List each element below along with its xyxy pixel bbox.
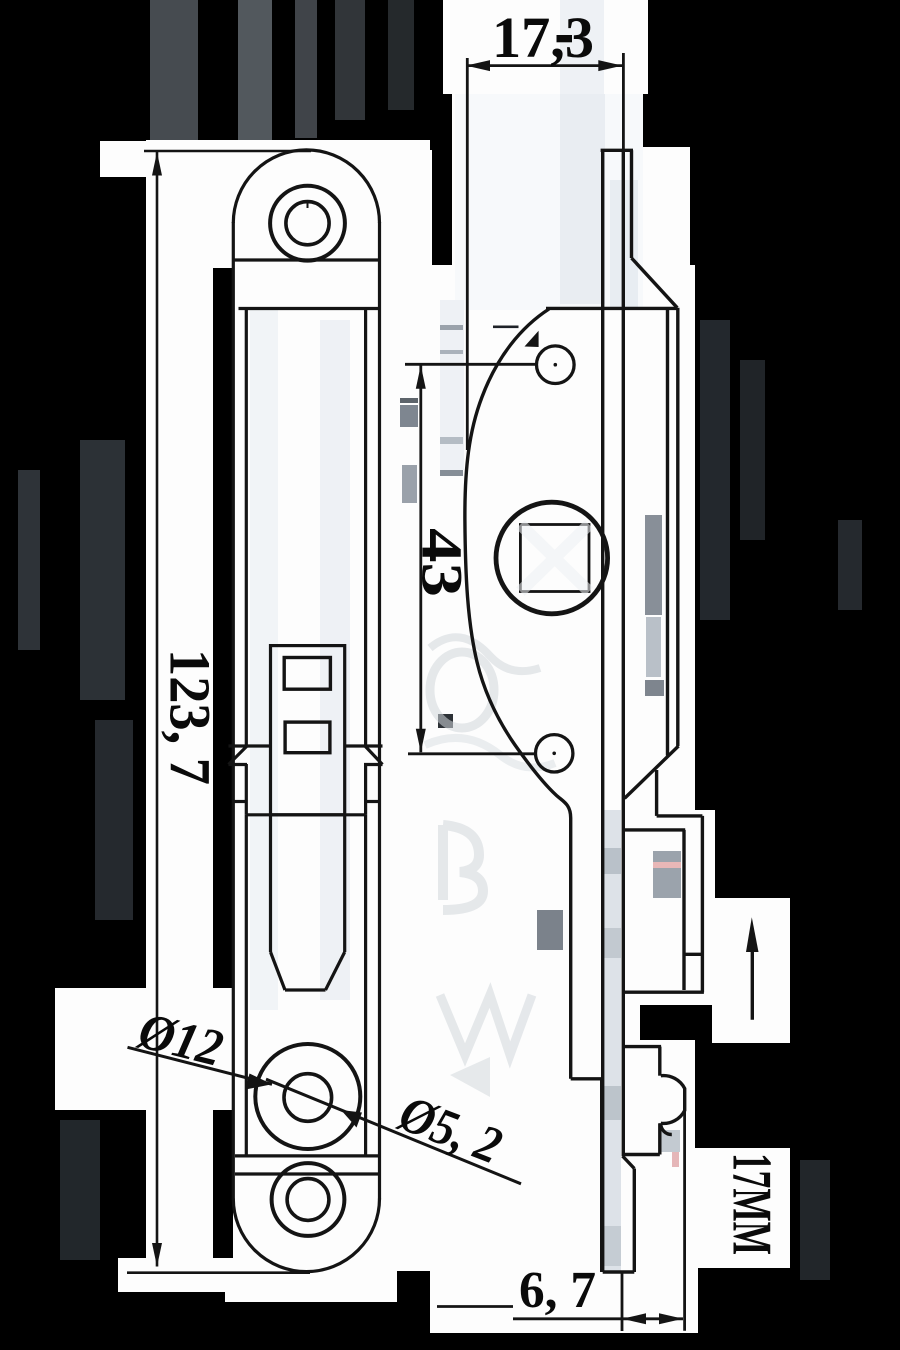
svg-text:17,3: 17,3: [492, 5, 594, 70]
svg-text:17MM: 17MM: [721, 1153, 783, 1255]
svg-text:43: 43: [410, 528, 475, 597]
svg-text:123, 7: 123, 7: [158, 649, 223, 785]
svg-text:6, 7: 6, 7: [519, 1262, 596, 1319]
